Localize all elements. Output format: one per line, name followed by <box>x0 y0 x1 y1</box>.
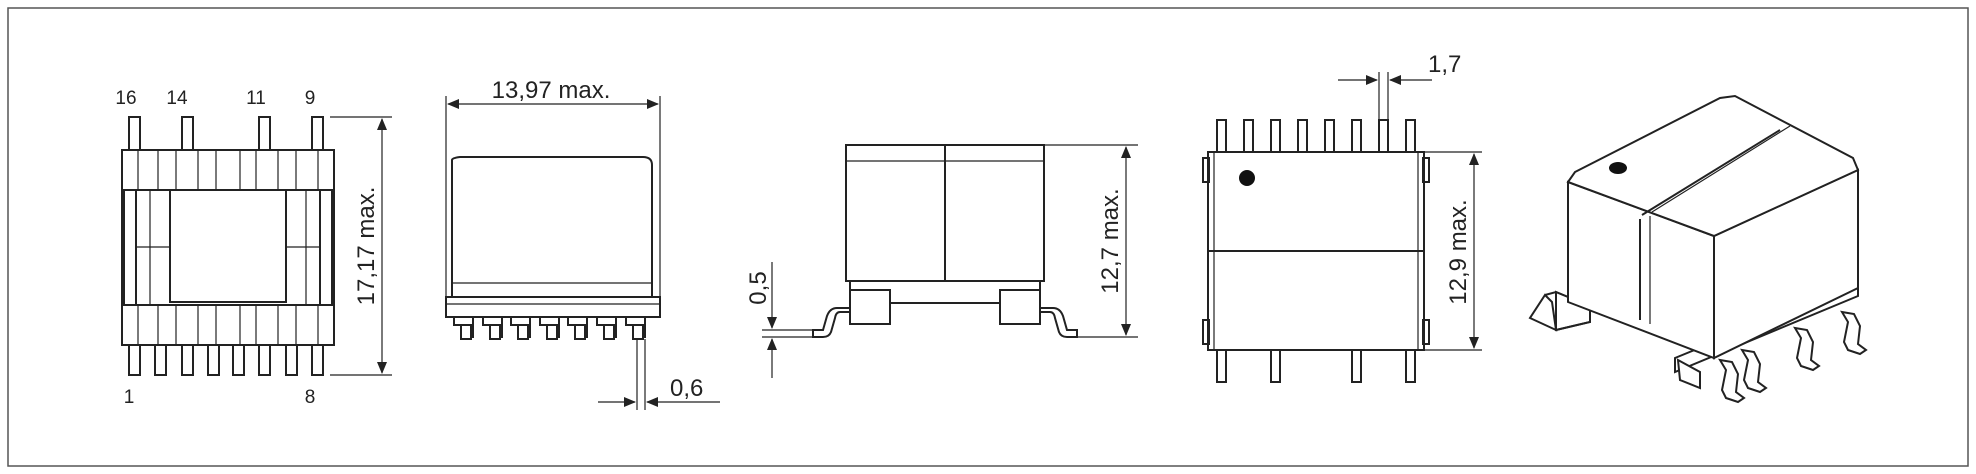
iso-leads <box>1718 310 1868 404</box>
dim-label-width: 13,97 max. <box>492 77 611 104</box>
dim-label-lead: 0,6 <box>670 375 703 402</box>
dim-pitch-1-7: 1,7 <box>1338 51 1461 120</box>
dim-height-12-9: 12,9 max. <box>1424 151 1482 351</box>
front-leads <box>453 317 646 340</box>
top-view: 16 14 11 9 1 8 17,17 max. <box>115 88 392 408</box>
top-pin-labels: 16 14 11 9 1 8 <box>115 88 315 408</box>
drawing-frame <box>7 7 1969 467</box>
side-view: 12,7 max. 0,5 <box>745 144 1138 378</box>
pin1-marker-dot <box>1239 170 1255 186</box>
dim-label-length: 17,17 max. <box>353 187 380 306</box>
dim-label-body-height: 12,9 max. <box>1445 199 1472 304</box>
dim-width-13-97: 13,97 max. <box>445 77 661 297</box>
top-comb-lower <box>121 304 335 346</box>
dim-lead-0-6: 0,6 <box>598 339 720 410</box>
pin-label-11: 11 <box>246 88 266 109</box>
pin-label-14: 14 <box>166 88 188 109</box>
pin-label-1: 1 <box>124 387 135 408</box>
side-lead-left <box>812 307 850 338</box>
dim-label-standoff: 0,5 <box>745 271 772 304</box>
isometric-view <box>1528 94 1868 404</box>
dim-standoff-0-5: 0,5 <box>745 262 818 378</box>
dim-label-height: 12,7 max. <box>1097 188 1124 293</box>
front-body <box>451 156 653 298</box>
dim-height-12-7: 12,7 max. <box>1044 144 1138 338</box>
pin-side-lower-pins <box>1216 349 1416 383</box>
side-lead-right <box>1040 307 1078 338</box>
iso-body-top-face <box>1566 94 1860 238</box>
pin-label-16: 16 <box>115 88 136 109</box>
top-comb-upper <box>121 149 335 191</box>
iso-pin1-marker <box>1609 162 1627 174</box>
pin-label-9: 9 <box>305 88 316 109</box>
dim-label-pitch: 1,7 <box>1428 51 1461 78</box>
dim-length-17-17: 17,17 max. <box>330 116 392 376</box>
pin-label-8: 8 <box>305 387 316 408</box>
pin-side-view: 1,7 12,9 max. <box>1202 51 1482 383</box>
front-view: 13,97 max. 0,6 <box>445 77 720 410</box>
front-base <box>445 296 661 318</box>
pin-side-upper-pins <box>1216 119 1416 156</box>
